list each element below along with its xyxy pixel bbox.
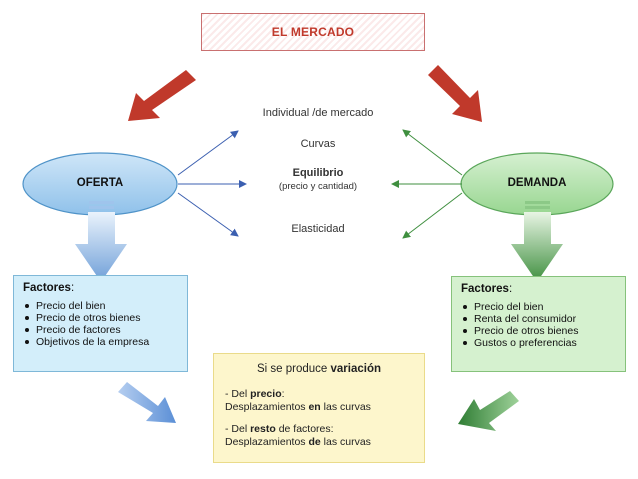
blue-line-arrow-down [177, 192, 239, 237]
topic-individual: Individual /de mercado [262, 107, 374, 119]
blue-line-arrow-up [177, 130, 239, 176]
green-line-arrow-up [402, 129, 463, 176]
supply-factor-item: Precio de otros bienes [23, 312, 178, 324]
variation-box: Si se produce variación - Del precio: De… [213, 353, 425, 463]
demand-factor-item: Precio de otros bienes [461, 325, 616, 337]
variation-price-effect: Desplazamientos en las curvas [225, 401, 371, 413]
topic-curvas: Curvas [300, 138, 336, 150]
demand-factor-item: Renta del consumidor [461, 313, 616, 325]
supply-factor-item: Objetivos de la empresa [23, 336, 178, 348]
supply-factors-list: Precio del bien Precio de otros bienes P… [23, 300, 178, 348]
green-down-arrow [511, 201, 563, 282]
supply-factors-title: Factores: [23, 282, 75, 294]
variation-rest-effect: Desplazamientos de las curvas [225, 436, 371, 448]
variation-price-line: - Del precio: [225, 388, 285, 400]
supply-factor-item: Precio de factores [23, 324, 178, 336]
topic-equilibrio-subtitle: (precio y cantidad) [278, 181, 358, 192]
topic-equilibrio: Equilibrio [292, 167, 344, 179]
blue-down-arrow [75, 201, 127, 282]
green-line-arrow-down [402, 192, 463, 239]
topic-elasticidad: Elasticidad [291, 223, 345, 235]
variation-heading: Si se produce variación [256, 363, 381, 375]
demand-factors-box: Factores: Precio del bien Renta del cons… [451, 276, 626, 372]
blue-diagonal-arrow [118, 382, 176, 423]
supply-factor-item: Precio del bien [23, 300, 178, 312]
supply-factors-box: Factores: Precio del bien Precio de otro… [13, 275, 188, 372]
demand-factor-item: Precio del bien [461, 301, 616, 313]
variation-rest-line: - Del resto de factores: [225, 423, 334, 435]
demanda-label: DEMANDA [507, 177, 567, 189]
demand-factors-title: Factores: [461, 283, 513, 295]
demand-factor-item: Gustos o preferencias [461, 337, 616, 349]
green-diagonal-arrow [458, 391, 519, 431]
demand-factors-list: Precio del bien Renta del consumidor Pre… [461, 301, 616, 349]
red-arrow-right [428, 65, 482, 122]
red-arrow-left [128, 70, 196, 121]
title-text: EL MERCADO [271, 25, 355, 39]
title-box: EL MERCADO [201, 13, 425, 51]
oferta-label: OFERTA [76, 177, 124, 189]
